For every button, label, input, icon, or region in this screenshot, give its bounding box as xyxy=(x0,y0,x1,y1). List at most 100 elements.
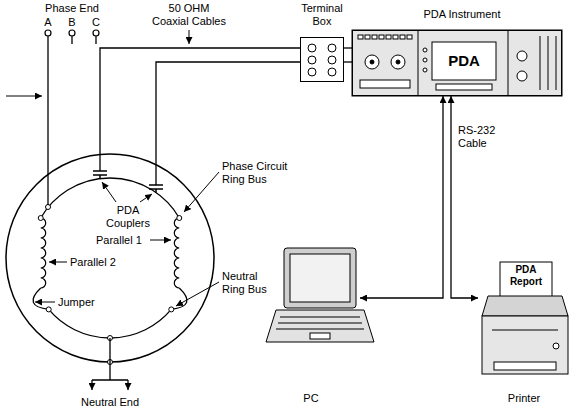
terminal-socket xyxy=(308,68,316,76)
terminal-socket xyxy=(308,44,316,52)
terminal-socket xyxy=(328,56,336,64)
instrument-rack xyxy=(400,35,405,39)
instrument-rack xyxy=(360,80,410,88)
instrument-rack xyxy=(432,42,496,80)
terminal-socket xyxy=(328,68,336,76)
bus-junction xyxy=(169,307,174,312)
phase-letter: B xyxy=(66,16,78,29)
leader-arrow xyxy=(184,172,219,212)
leader-arrow xyxy=(150,240,171,241)
bus-junction xyxy=(177,216,182,221)
instrument-rack xyxy=(358,35,363,39)
terminal-socket xyxy=(308,56,316,64)
part-label: Neutral Ring Bus xyxy=(222,270,276,296)
printer-drawing xyxy=(494,362,556,370)
box-heading: PDA Instrument xyxy=(412,8,512,21)
coaxial-cable xyxy=(100,48,352,185)
neutral-ring-bus xyxy=(49,309,172,338)
jumper-wire xyxy=(33,288,187,309)
instrument-rack xyxy=(423,48,427,52)
pda-instrument: PDA InstrumentPDA xyxy=(352,8,564,98)
part-label: PDA Couplers xyxy=(98,204,158,230)
terminal-box-outline xyxy=(300,37,344,82)
instrument-rack xyxy=(352,30,562,96)
leader-arrow xyxy=(6,30,219,306)
phase-letter: C xyxy=(90,16,102,29)
display-text: PDA xyxy=(432,42,496,80)
instrument-rack xyxy=(365,35,370,39)
instrument-rack xyxy=(423,68,427,72)
instrument-rack xyxy=(391,55,405,69)
leader-arrow xyxy=(35,302,55,303)
leader-arrow xyxy=(189,30,190,44)
instrument-rack xyxy=(379,35,384,39)
leader-arrow xyxy=(176,282,219,306)
instrument-rack xyxy=(352,30,562,96)
phase-terminal-wire xyxy=(47,36,48,205)
part-label: Parallel 2 xyxy=(70,256,116,269)
instrument-rack xyxy=(365,55,379,69)
jumper-wire xyxy=(33,288,49,309)
instrument-rack xyxy=(407,35,412,39)
winding-coil xyxy=(41,218,46,288)
laptop-drawing xyxy=(290,254,350,302)
phase-terminal-wire xyxy=(71,36,72,44)
phase-terminal xyxy=(45,30,99,36)
cable-label: RS-232 Cable xyxy=(458,124,506,150)
cable-label: 50 OHM Coaxial Cables xyxy=(150,2,228,28)
printer-drawing xyxy=(482,316,568,374)
terminal-box: Terminal Box xyxy=(296,2,348,86)
winding-coil xyxy=(174,218,179,288)
neutral-end-arrow xyxy=(91,380,92,390)
bus-junction xyxy=(46,205,51,210)
terminal-label: Phase End xyxy=(36,2,108,15)
printer-drawing xyxy=(482,296,568,316)
phase-terminal xyxy=(45,30,51,36)
laptop-drawing xyxy=(284,248,356,308)
instrument-rack xyxy=(423,58,427,62)
phase-ring-bus xyxy=(41,178,180,218)
device-caption: Printer xyxy=(478,392,570,405)
laptop-drawing xyxy=(310,333,330,339)
pda-coupler xyxy=(149,185,163,193)
neutral-end-arrow xyxy=(92,380,128,390)
bus-junction xyxy=(46,307,51,312)
pc-laptop-outline xyxy=(262,246,360,346)
instrument-rack xyxy=(372,35,377,39)
terminal-socket xyxy=(308,44,336,76)
instrument-rack xyxy=(396,60,400,64)
part-label: Phase Circuit Ring Bus xyxy=(222,160,296,186)
pda-coupler xyxy=(93,171,107,179)
neutral-end-arrow xyxy=(127,380,128,390)
pc-laptop: PC xyxy=(262,246,360,412)
stator-ring xyxy=(6,154,214,362)
device-caption: PC xyxy=(262,392,360,405)
phase-terminal-wire xyxy=(95,36,96,44)
part-label: Jumper xyxy=(58,296,95,309)
terminal-socket xyxy=(328,44,336,52)
coaxial-cable xyxy=(100,48,300,171)
leader-arrow xyxy=(102,182,116,202)
neutral-end-wire xyxy=(92,338,128,380)
box-heading: Terminal Box xyxy=(296,2,348,28)
terminal-label: Neutral End xyxy=(76,396,144,409)
leader-arrow xyxy=(140,194,152,202)
phase-letter: A xyxy=(42,16,54,29)
printer-drawing xyxy=(553,343,559,349)
laptop-drawing xyxy=(276,317,364,329)
bus-junction xyxy=(38,216,43,221)
leader-arrow xyxy=(6,96,42,97)
stator-ring xyxy=(6,154,214,362)
phase-ring-bus xyxy=(41,178,180,218)
printer: PDA ReportPrinter xyxy=(478,258,570,408)
laptop-drawing xyxy=(266,310,374,342)
phase-terminal-wire xyxy=(48,36,96,205)
instrument-rack xyxy=(418,30,508,96)
pda-coupler xyxy=(93,171,163,193)
coaxial-cable xyxy=(344,61,352,62)
